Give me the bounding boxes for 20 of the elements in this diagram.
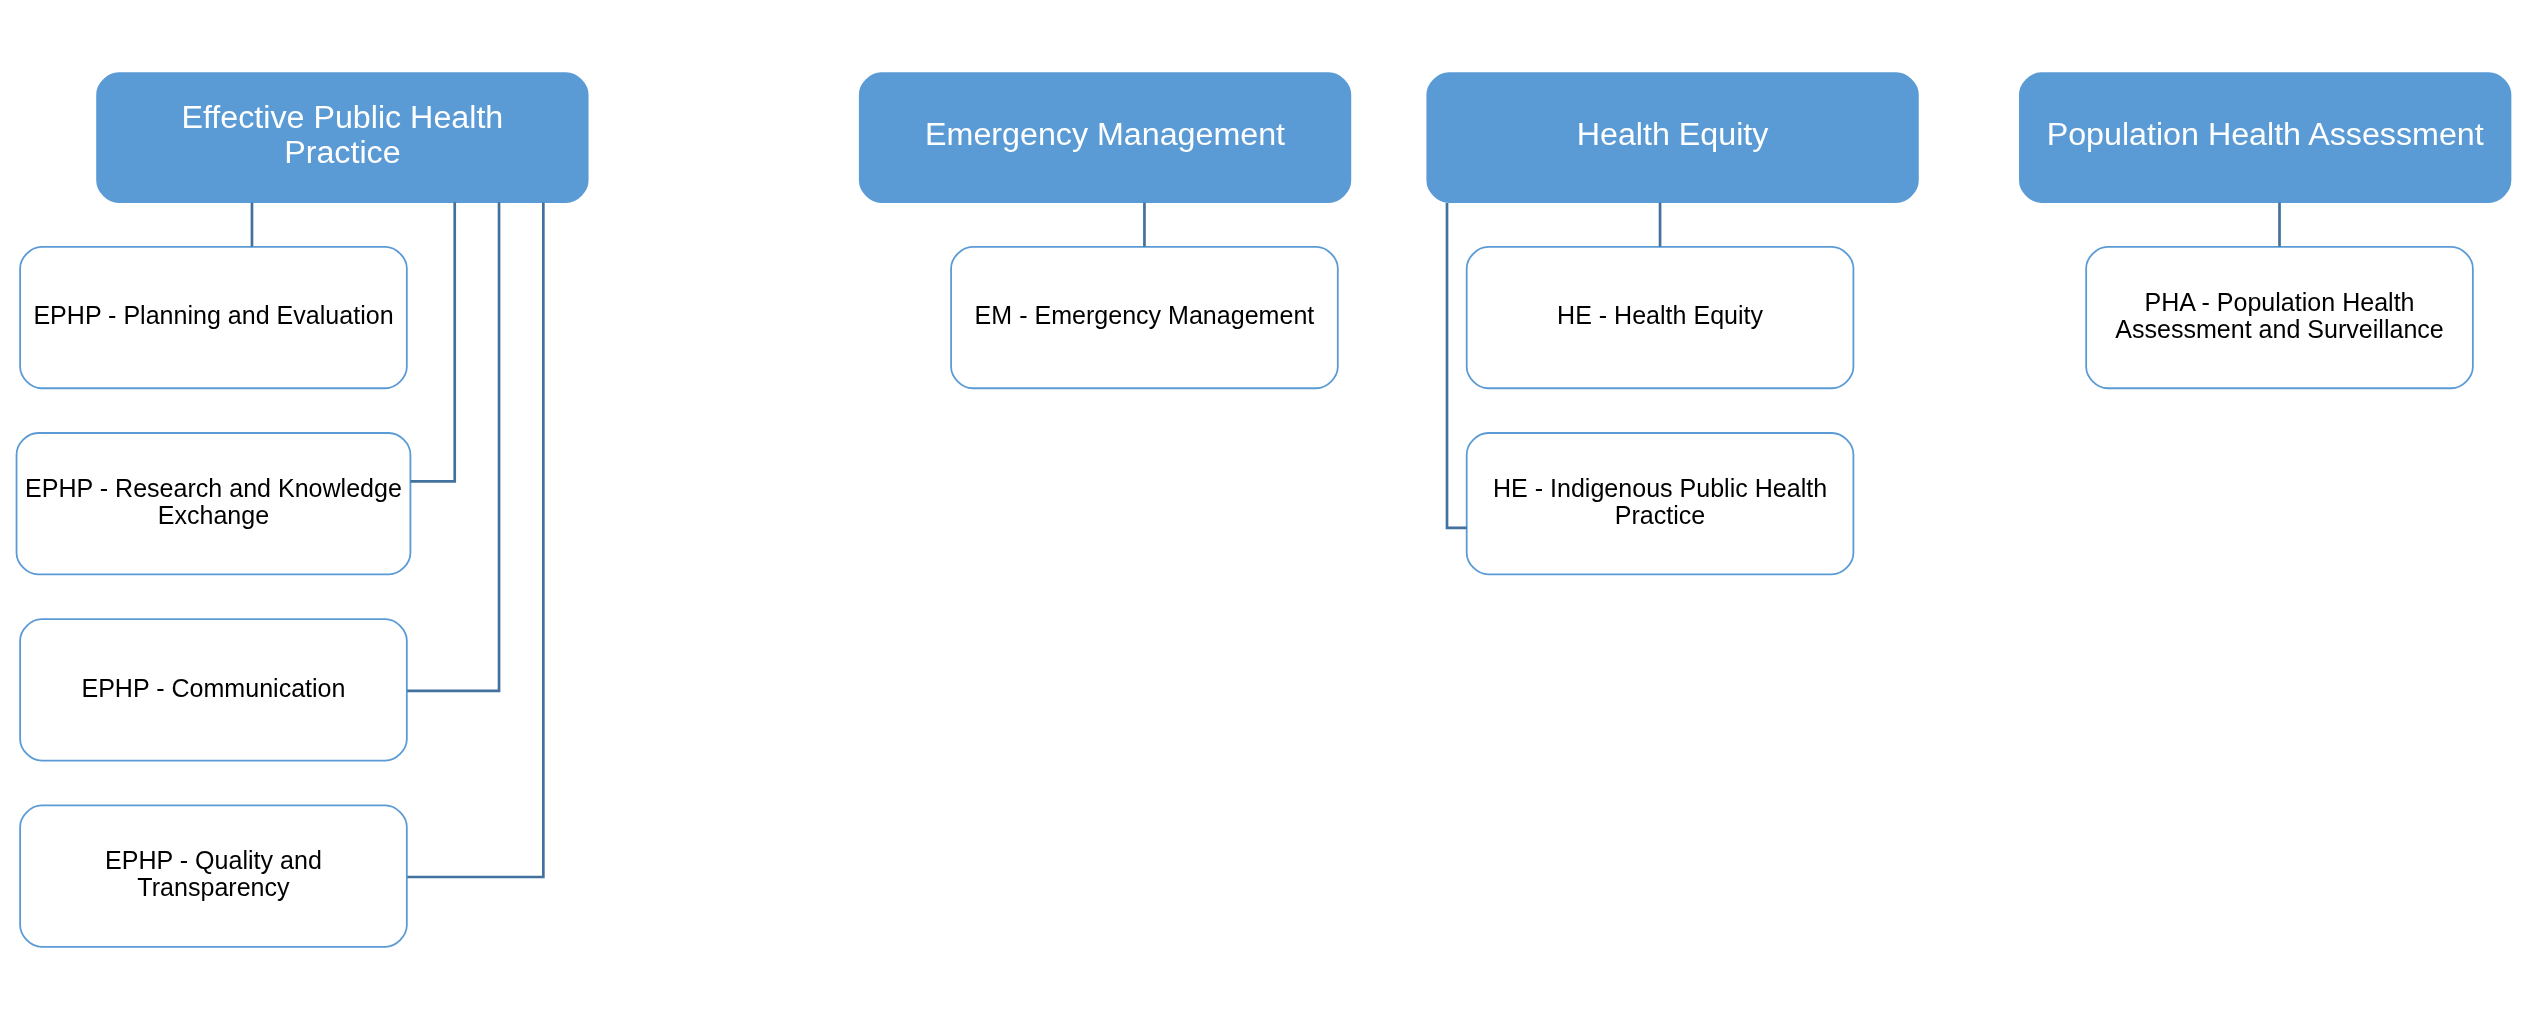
connector (250, 202, 254, 247)
connector (1658, 202, 1662, 247)
connector (410, 201, 457, 483)
connector (2278, 202, 2281, 247)
node-box: EPHP - Communication (19, 617, 408, 762)
node-box: Population Health Assessment (2019, 71, 2512, 203)
node-box: PHA - Population Health Assessment and Surveillance (2085, 245, 2474, 389)
node-box: Effective Public Health Practice (96, 71, 589, 203)
connector (1445, 202, 1467, 529)
node-box: Emergency Management (858, 71, 1352, 203)
connector (407, 201, 501, 692)
node-box: HE - Health Equity (1465, 245, 1855, 389)
node-box: EM - Emergency Management (950, 245, 1339, 389)
node-box: HE - Indigenous Public Health Practice (1465, 431, 1855, 575)
node-box: Health Equity (1426, 71, 1919, 203)
node-box: EPHP - Planning and Evaluation (19, 245, 408, 389)
node-box: EPHP - Quality and Transparency (19, 804, 408, 948)
node-box: EPHP - Research and Knowledge Exchange (15, 431, 412, 575)
connector (1143, 202, 1146, 247)
connector (407, 202, 545, 878)
